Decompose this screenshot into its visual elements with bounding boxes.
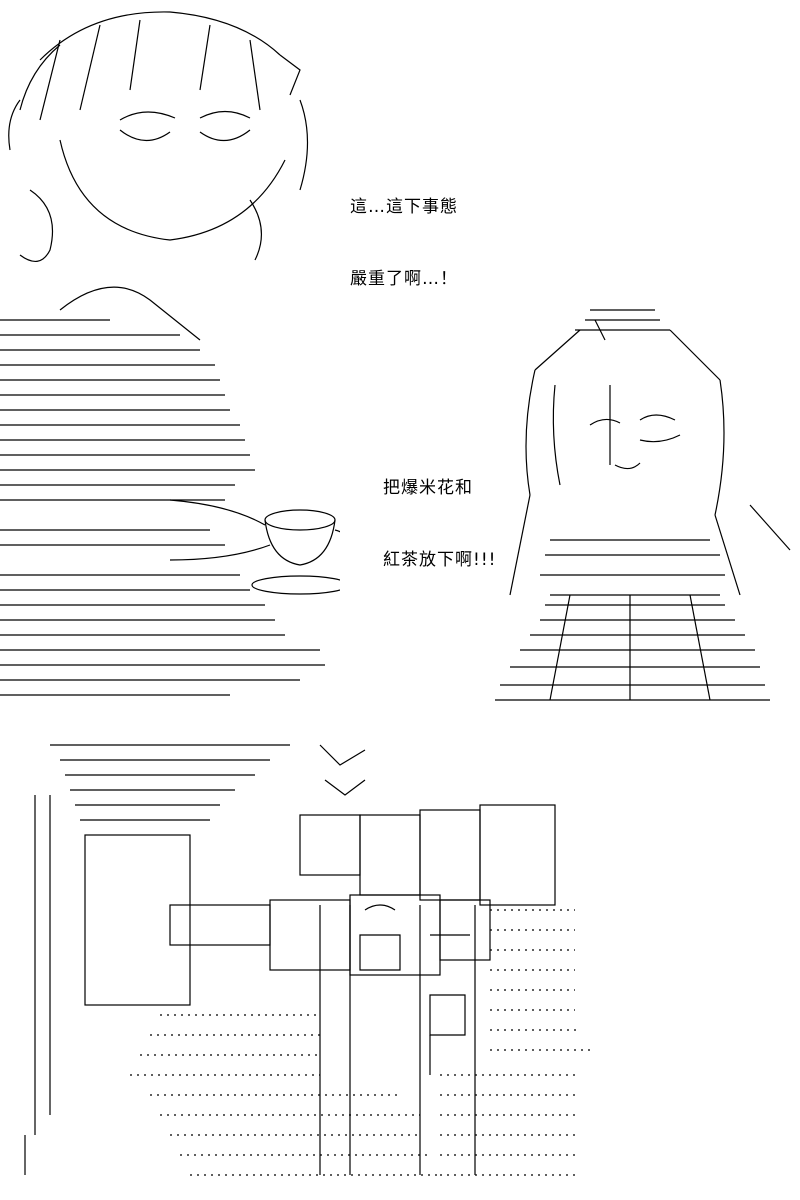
- speech-1-line-2: 嚴重了啊…！: [350, 269, 458, 289]
- speech-2-line-1: 把爆米花和: [383, 478, 473, 498]
- hat: [534, 309, 721, 381]
- popcorn-bucket: [495, 594, 770, 701]
- speech-text-2: 把爆米花和 紅茶放下啊!!!: [383, 428, 496, 596]
- popcorn-character-art: [495, 309, 791, 701]
- tea-cup: [251, 509, 340, 595]
- speech-2-line-2: 紅茶放下啊!!!: [383, 550, 497, 570]
- robe-texture: [0, 319, 325, 696]
- speech-1-line-1: 這…這下事態: [350, 197, 458, 217]
- awning: [50, 744, 366, 821]
- panel-street-scene: [20, 735, 620, 1185]
- panel-tea-character: [0, 0, 340, 705]
- speech-text-1: 這…這下事態 嚴重了啊…！: [350, 147, 458, 315]
- panel-popcorn-character: [490, 295, 800, 705]
- street-texture: [130, 909, 590, 1176]
- tea-character-art: [0, 11, 340, 696]
- shop-buildings: [169, 804, 556, 976]
- street-scene-art: [24, 744, 590, 1176]
